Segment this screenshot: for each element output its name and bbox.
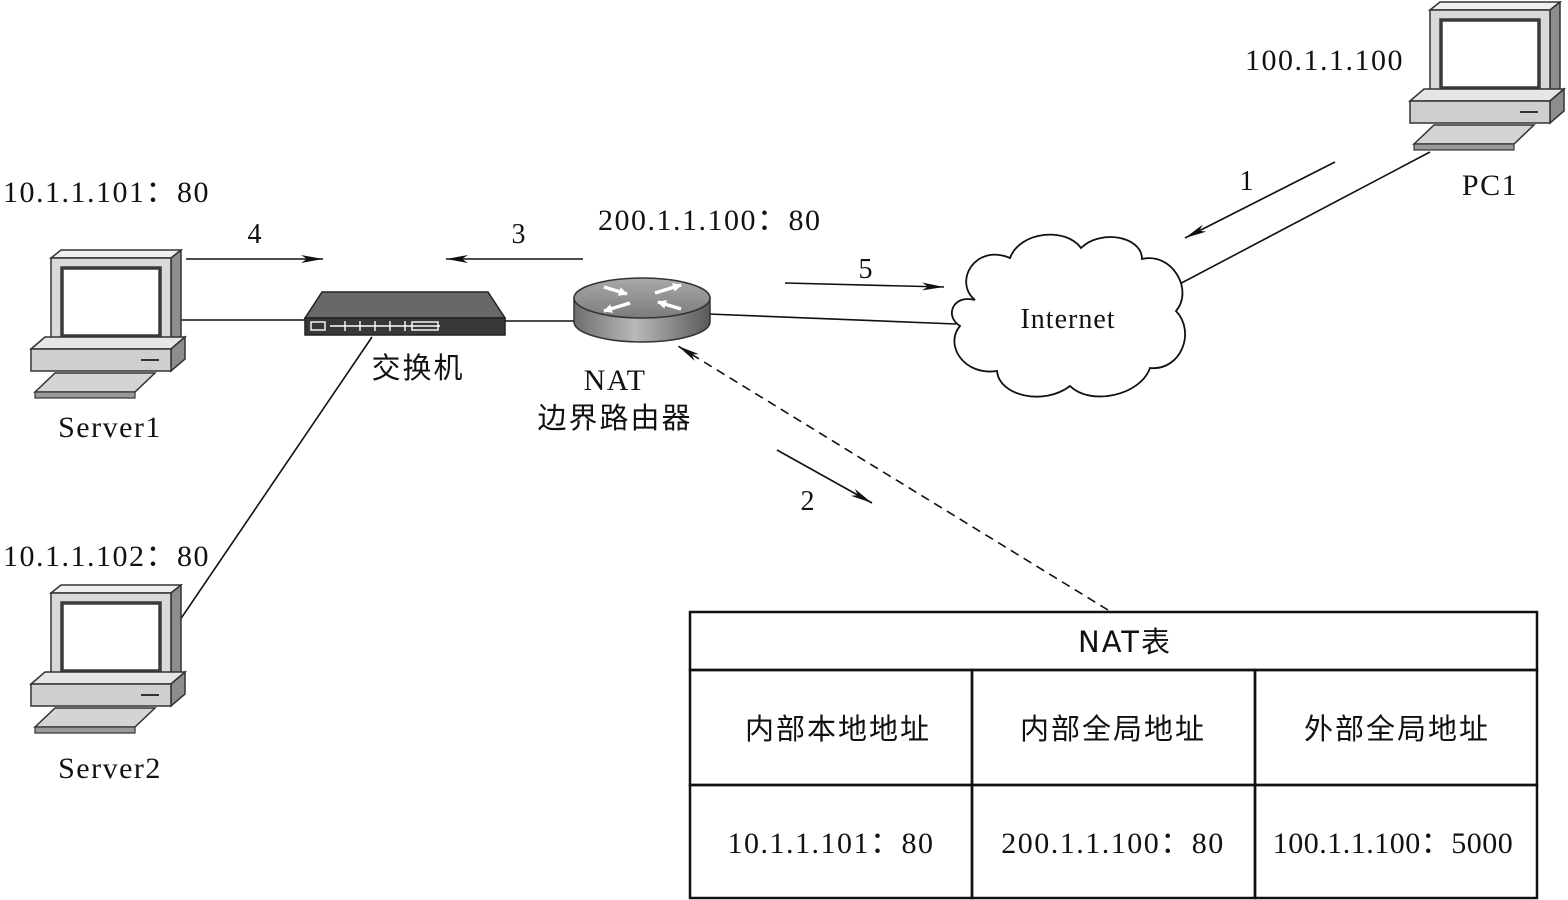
pc1-label: PC1 — [1462, 169, 1518, 202]
step-label-4: 4 — [248, 219, 263, 250]
router-internet-link — [707, 313, 957, 325]
server1-computer-icon — [31, 250, 185, 398]
server1-label: Server1 — [58, 411, 162, 444]
nat-table: NAT表 内部本地地址 内部全局地址 外部全局地址 10.1.1.101：80 … — [688, 610, 1539, 900]
nat-router-icon — [573, 277, 711, 343]
flow-arrow-5 — [784, 282, 945, 291]
nat-table-lookup-dashed-arrow — [677, 345, 1109, 611]
step-label-5: 5 — [859, 254, 874, 285]
nat-table-value-outside-global: 100.1.1.100：5000 — [1273, 827, 1514, 860]
server2-label: Server2 — [58, 752, 162, 785]
server2-ip-label: 10.1.1.102：80 — [3, 540, 210, 573]
internet-cloud-icon — [950, 233, 1186, 398]
nat-table-title: NAT表 — [1078, 625, 1172, 659]
step-label-1: 1 — [1240, 166, 1255, 197]
step-label-3: 3 — [512, 219, 527, 250]
nat-table-value-inside-local: 10.1.1.101：80 — [728, 827, 935, 860]
server2-switch-link — [162, 336, 373, 646]
nat-table-header-inside-local: 内部本地地址 — [745, 712, 931, 746]
flow-arrow-1 — [1184, 161, 1336, 239]
pc1-ip-label: 100.1.1.100 — [1245, 44, 1404, 77]
server2-computer-icon — [31, 585, 185, 733]
switch-label: 交换机 — [371, 351, 464, 385]
nat-table-value-inside-global: 200.1.1.100：80 — [1001, 827, 1225, 860]
nat-table-data-cell — [1253, 783, 1539, 900]
router-label-border-router: 边界路由器 — [537, 401, 692, 435]
server1-ip-label: 10.1.1.101：80 — [3, 176, 210, 209]
internet-label: Internet — [1020, 304, 1115, 335]
router-label-nat: NAT — [584, 364, 647, 397]
pc1-computer-icon — [1410, 2, 1564, 150]
nat-table-header-outside-global: 外部全局地址 — [1304, 712, 1490, 746]
nat-table-header-inside-global: 内部全局地址 — [1020, 712, 1206, 746]
step-label-2: 2 — [801, 486, 816, 517]
switch-icon — [303, 291, 507, 336]
router-ip-label: 200.1.1.100：80 — [598, 204, 822, 237]
internet-pc1-link — [1171, 151, 1431, 289]
flow-arrow-2 — [776, 449, 873, 504]
